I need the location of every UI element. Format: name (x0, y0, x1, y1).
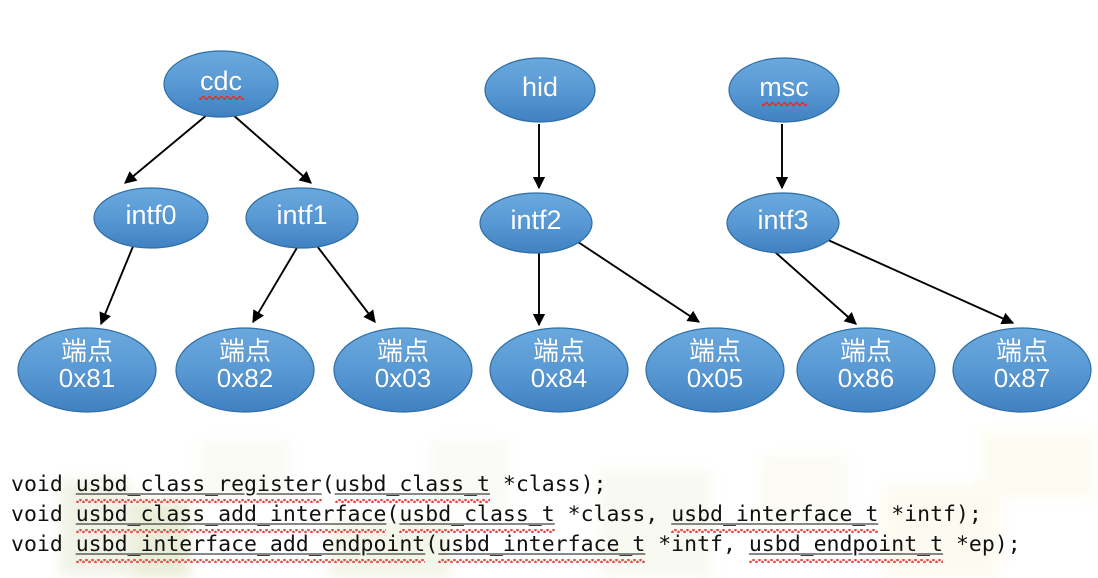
code-text: *class); (489, 472, 607, 497)
node-ellipse-ep84[interactable] (489, 327, 629, 413)
edge-intf2-to-ep05 (577, 241, 701, 323)
node-ellipse-intf3[interactable] (726, 192, 840, 254)
node-ellipse-ep05[interactable] (645, 327, 785, 413)
edge-intf1-to-ep82 (252, 245, 299, 324)
node-ellipse-ep81[interactable] (17, 327, 157, 413)
code-line: void usbd_interface_add_endpoint(usbd_in… (11, 530, 1021, 560)
code-text: void (11, 532, 76, 557)
edge-intf3-to-ep86 (774, 251, 857, 325)
code-identifier: usbd_class_register (75, 472, 322, 497)
edge-intf1-to-ep03 (316, 245, 376, 323)
code-text: void (11, 472, 76, 497)
code-text: *ep); (943, 532, 1021, 557)
code-line: void usbd_class_add_interface(usbd_class… (11, 500, 982, 530)
node-ellipse-msc[interactable] (728, 57, 840, 123)
code-text: *class, (554, 502, 672, 527)
code-identifier: usbd_interface_t (438, 532, 646, 557)
code-identifier: usbd_class_add_interface (75, 502, 387, 527)
node-ellipse-ep86[interactable] (796, 327, 936, 413)
node-ellipse-ep82[interactable] (175, 327, 315, 413)
usb-class-tree-diagram (17, 50, 1092, 413)
code-identifier: usbd_interface_t (671, 502, 879, 527)
edge-intf0-to-ep81 (99, 243, 135, 326)
code-text: *intf, (645, 532, 749, 557)
node-ellipse-intf0[interactable] (93, 187, 209, 249)
code-line: void usbd_class_register(usbd_class_t *c… (11, 470, 606, 500)
code-text: *intf); (878, 502, 982, 527)
edges-group (99, 113, 1015, 327)
code-identifier: usbd_endpoint_t (748, 532, 944, 557)
code-text: ( (386, 502, 400, 527)
code-text: ( (321, 472, 335, 497)
code-block: void usbd_class_register(usbd_class_t *c… (0, 470, 1098, 578)
code-identifier: usbd_class_t (399, 502, 555, 527)
node-ellipse-intf2[interactable] (479, 192, 593, 254)
code-identifier: usbd_class_t (334, 472, 490, 497)
node-ellipse-ep87[interactable] (952, 327, 1092, 413)
edge-intf3-to-ep87 (827, 239, 1015, 325)
code-text: ( (425, 532, 439, 557)
nodes-group (17, 50, 1092, 413)
node-ellipse-cdc[interactable] (163, 50, 279, 118)
code-text: void (11, 502, 76, 527)
edge-cdc-to-intf1 (231, 113, 312, 184)
node-ellipse-intf1[interactable] (245, 187, 359, 249)
edge-cdc-to-intf0 (124, 113, 209, 184)
node-ellipse-hid[interactable] (484, 57, 596, 123)
code-identifier: usbd_interface_add_endpoint (75, 532, 426, 557)
node-ellipse-ep03[interactable] (333, 327, 473, 413)
